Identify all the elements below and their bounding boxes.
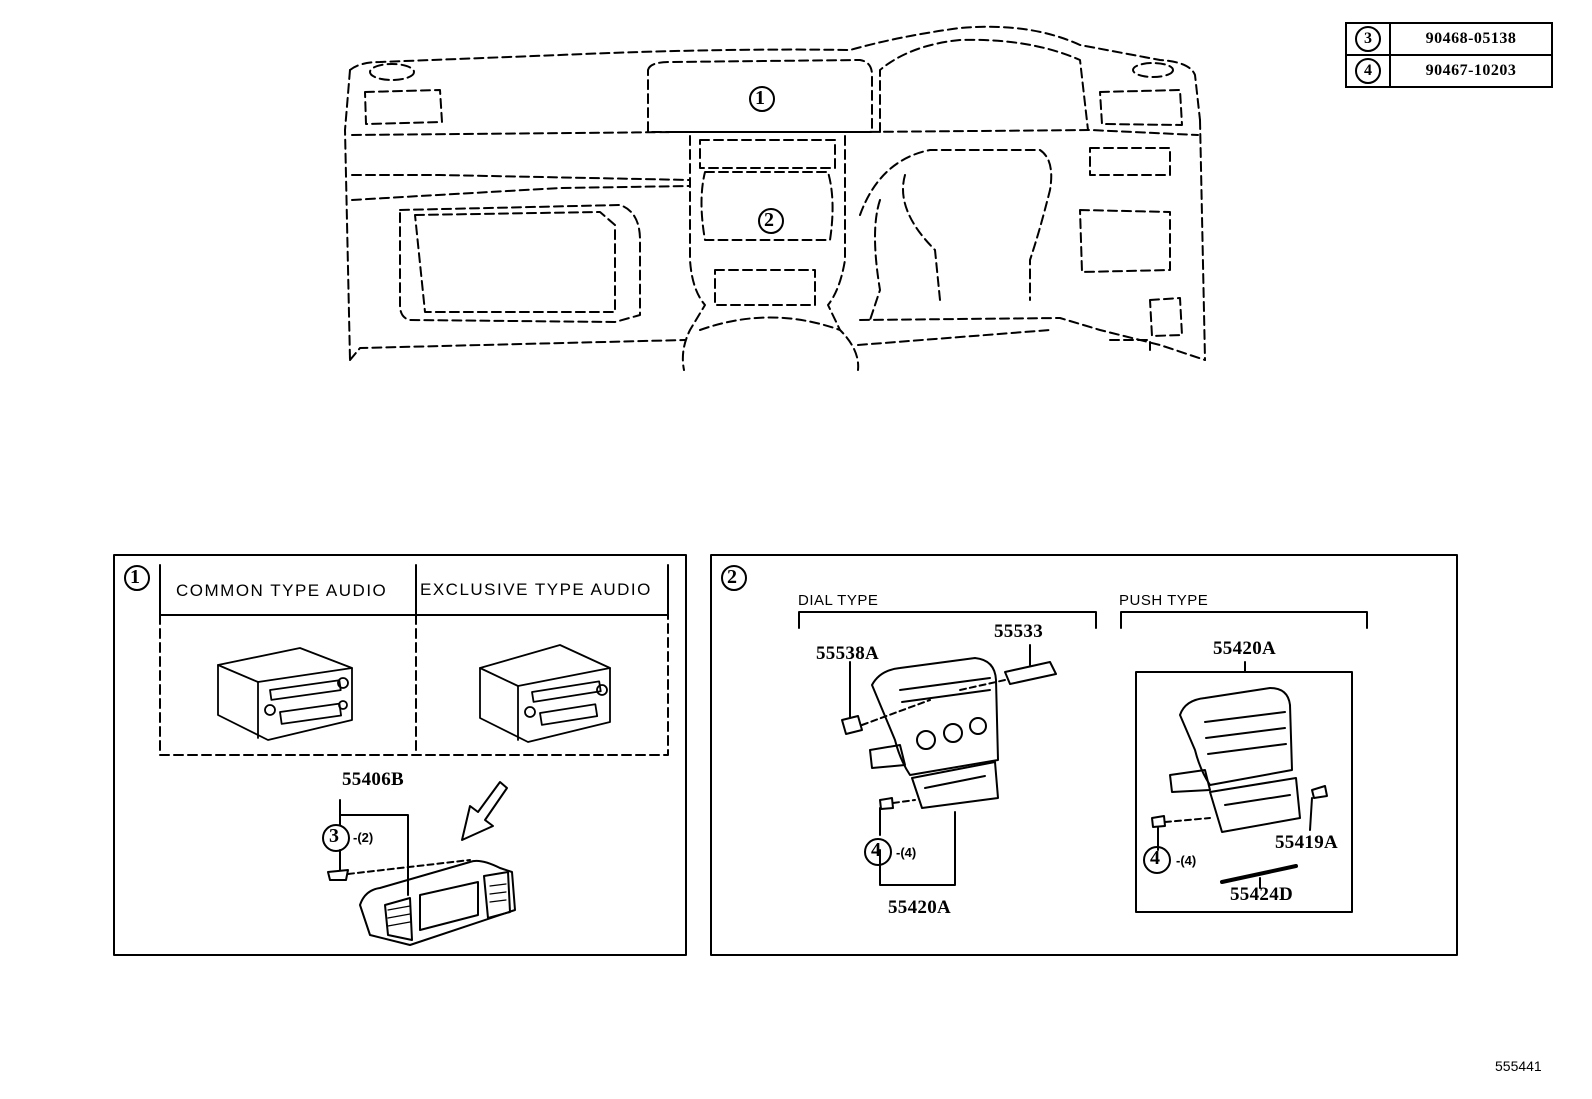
fastener-clip (327, 869, 349, 881)
common-type-audio-label: COMMON TYPE AUDIO (176, 581, 388, 600)
fastener-qty-push: -(4) (1176, 853, 1197, 868)
part-number-55424d: 55424D (1230, 884, 1294, 905)
part-number-55420a-dial: 55420A (888, 897, 952, 918)
audio-bezel (359, 859, 516, 946)
callout-circle (749, 86, 775, 112)
strip-part (1220, 864, 1298, 884)
figure-id: 555441 (1495, 1058, 1542, 1074)
reference-row: 3 90468-05138 (1345, 22, 1553, 56)
part-number-55420a-push: 55420A (1213, 638, 1277, 659)
audio-comparison-box (159, 564, 669, 756)
reference-row: 4 90467-10203 (1345, 54, 1553, 88)
callout-circle (758, 208, 784, 234)
leader-55420a-dial (879, 811, 956, 886)
dial-type-bracket (798, 611, 1097, 629)
fastener-qty: -(2) (353, 830, 374, 845)
push-type-label: PUSH TYPE (1119, 592, 1209, 609)
exclusive-audio-unit (479, 644, 611, 743)
reference-key: 3 (1355, 26, 1381, 52)
direction-arrow (461, 781, 508, 841)
fastener-key-4-push: 4 (1150, 847, 1160, 869)
exclusive-type-audio-label: EXCLUSIVE TYPE AUDIO (420, 580, 652, 599)
callout-circle (721, 565, 747, 591)
common-audio-unit (217, 647, 353, 741)
dial-type-label: DIAL TYPE (798, 592, 879, 609)
part-number-55419a: 55419A (1275, 832, 1339, 853)
panel-1-frame (113, 554, 687, 956)
panel-2-index: 2 (727, 566, 737, 588)
fastener-key-4-dial: 4 (871, 839, 881, 861)
leader-55406b (339, 799, 409, 896)
fastener-clip (1151, 815, 1166, 828)
part-number-55533: 55533 (994, 621, 1043, 642)
knob-part (841, 715, 863, 735)
cover-part (1311, 785, 1328, 799)
part-number-55406b: 55406B (342, 769, 404, 790)
reference-table: 3 90468-05138 4 90467-10203 (1345, 22, 1553, 88)
callout-circle (864, 838, 892, 866)
reference-part-number: 90468-05138 (1389, 22, 1553, 56)
push-control-panel (1169, 687, 1301, 833)
callout-circle (322, 824, 350, 852)
part-number-55538a: 55538A (816, 643, 880, 664)
dial-control-panel (869, 657, 999, 809)
leader-55419a (1309, 797, 1313, 831)
fastener-qty-dial: -(4) (896, 845, 917, 860)
display-part (1004, 661, 1057, 685)
callout-circle (1143, 846, 1171, 874)
overview-callout-1: 1 (755, 87, 765, 109)
panel-1-index: 1 (130, 566, 140, 588)
callout-circle (124, 565, 150, 591)
fastener-clip (879, 797, 894, 810)
push-type-bracket (1120, 611, 1368, 629)
panel-2-frame (710, 554, 1458, 956)
overview-callout-2: 2 (764, 209, 774, 231)
reference-part-number: 90467-10203 (1389, 54, 1553, 88)
dashboard-outline (344, 25, 1206, 371)
reference-key: 4 (1355, 58, 1381, 84)
fastener-key-3: 3 (329, 825, 339, 847)
